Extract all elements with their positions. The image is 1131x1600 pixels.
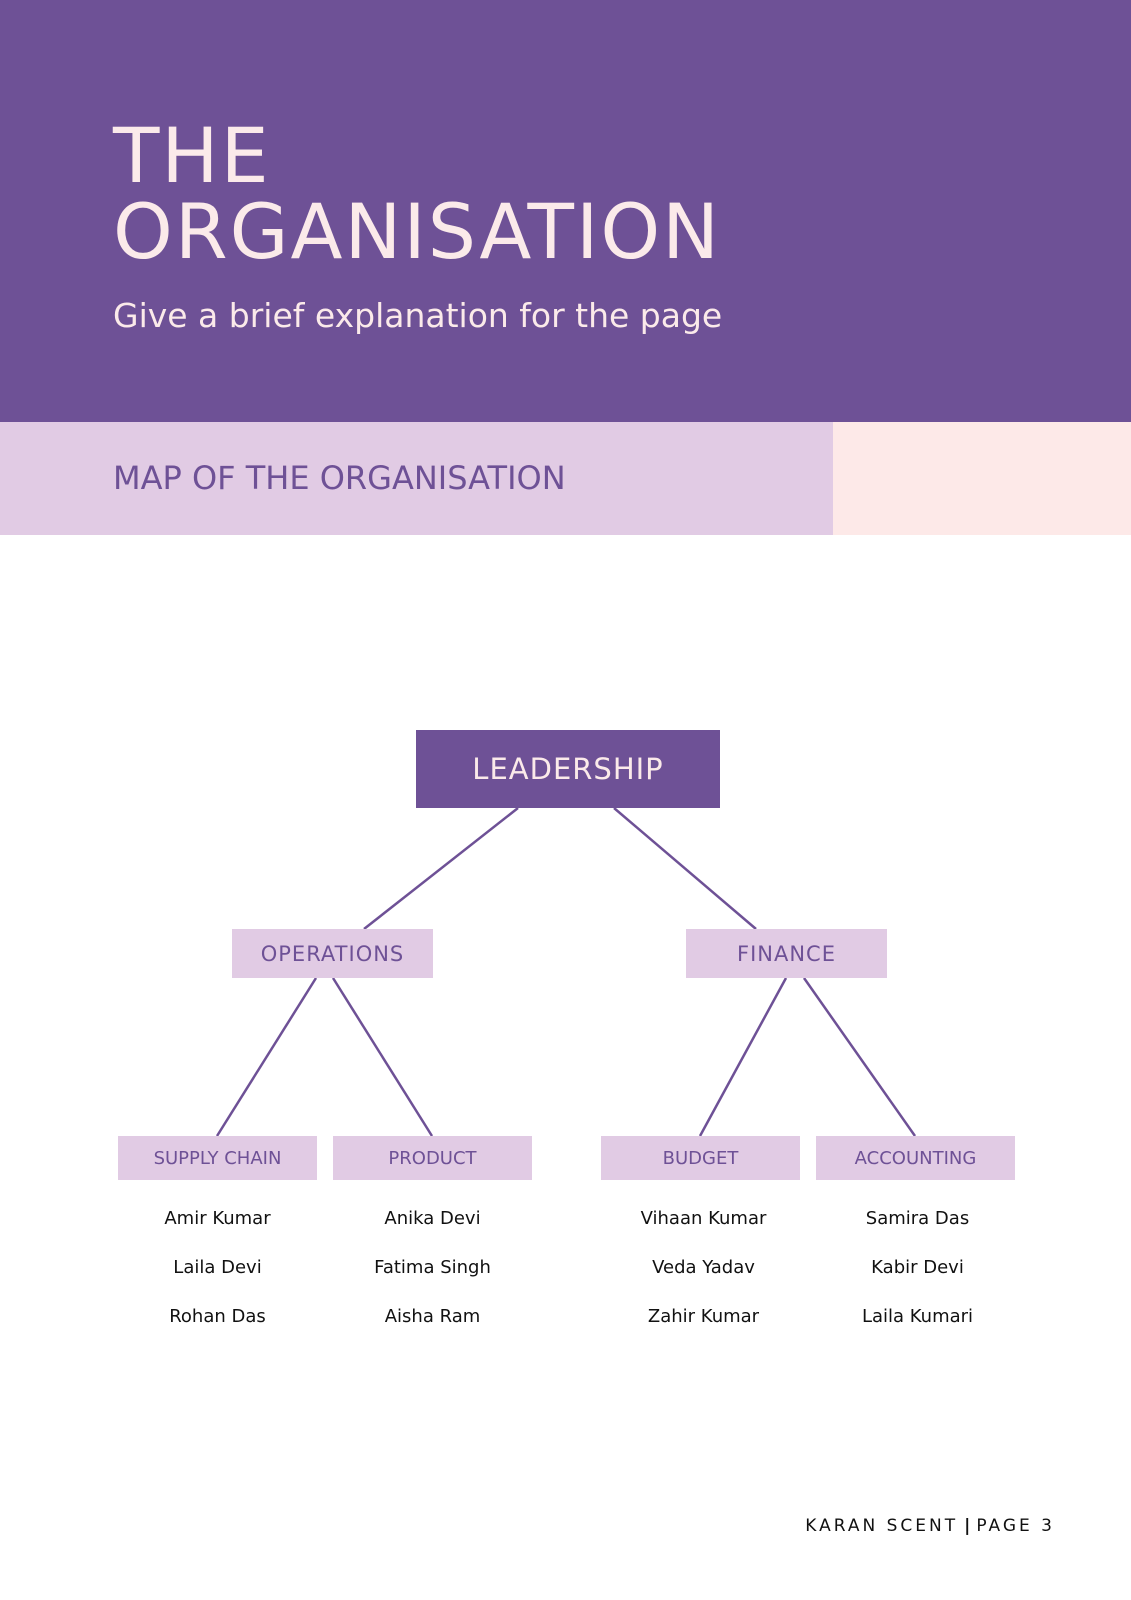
member-name: Laila Kumari xyxy=(861,1306,974,1327)
member-name: Amir Kumar xyxy=(164,1208,271,1229)
member-name: Rohan Das xyxy=(169,1306,266,1327)
org-node-leadership: LEADERSHIP xyxy=(416,730,720,808)
connector-finance-accounting xyxy=(802,977,917,1137)
page-subtitle: Give a brief explanation for the page xyxy=(113,296,723,335)
member-name: Kabir Devi xyxy=(871,1257,964,1278)
org-node-budget: BUDGET xyxy=(601,1136,800,1180)
accounting-members: Samira Das Kabir Devi Laila Kumari xyxy=(818,1206,1017,1353)
connector-leadership-finance xyxy=(613,807,757,930)
org-node-product: PRODUCT xyxy=(333,1136,532,1180)
connector-operations-product xyxy=(331,977,434,1137)
section-title: MAP OF THE ORGANISATION xyxy=(113,459,566,497)
connector-operations-supply-chain xyxy=(215,977,318,1137)
member-name: Vihaan Kumar xyxy=(640,1208,767,1229)
page-title-line1: THE xyxy=(113,111,271,200)
member-name: Laila Devi xyxy=(173,1257,262,1278)
footer-brand: KARAN SCENT xyxy=(805,1516,959,1536)
member-name: Veda Yadav xyxy=(652,1257,755,1278)
budget-members: Vihaan Kumar Veda Yadav Zahir Kumar xyxy=(604,1206,803,1353)
page-title: THE ORGANISATION xyxy=(113,118,721,270)
member-name: Aisha Ram xyxy=(384,1306,481,1327)
product-members: Anika Devi Fatima Singh Aisha Ram xyxy=(333,1206,532,1353)
member-name: Samira Das xyxy=(865,1208,970,1229)
org-node-supply-chain: SUPPLY CHAIN xyxy=(118,1136,317,1180)
connector-leadership-operations xyxy=(363,807,519,930)
section-band xyxy=(0,422,833,535)
header-banner: THE ORGANISATION Give a brief explanatio… xyxy=(0,0,1131,422)
org-node-finance: FINANCE xyxy=(686,929,887,978)
footer-separator: | xyxy=(964,1516,971,1536)
supply-chain-members: Amir Kumar Laila Devi Rohan Das xyxy=(118,1206,317,1353)
member-name: Fatima Singh xyxy=(374,1257,491,1278)
member-name: Zahir Kumar xyxy=(647,1306,760,1327)
connector-finance-budget xyxy=(698,977,788,1137)
org-node-operations: OPERATIONS xyxy=(232,929,433,978)
member-name: Anika Devi xyxy=(384,1208,481,1229)
footer-page-number: PAGE 3 xyxy=(976,1516,1055,1536)
section-band-accent xyxy=(833,422,1131,535)
org-node-accounting: ACCOUNTING xyxy=(816,1136,1015,1180)
page-footer: KARAN SCENT|PAGE 3 xyxy=(805,1516,1055,1536)
page-title-line2: ORGANISATION xyxy=(113,187,722,276)
